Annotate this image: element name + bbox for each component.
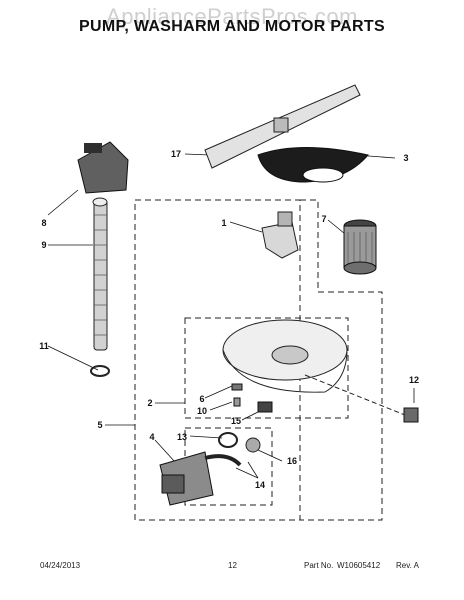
connector-15 <box>257 401 273 413</box>
hose-clamp <box>90 365 110 377</box>
leader-8 <box>47 189 79 216</box>
callout-15: 15 <box>231 416 241 426</box>
sump-assembly-boundary <box>184 317 349 419</box>
filter-boundary <box>300 199 383 521</box>
screw-10 <box>233 397 241 407</box>
callout-3: 3 <box>403 153 408 163</box>
footer-date: 04/24/2013 <box>40 561 81 570</box>
spray-shield <box>257 147 369 183</box>
washarm-upper <box>204 84 361 169</box>
retainer-6 <box>231 383 243 391</box>
callout-7: 7 <box>321 214 326 224</box>
callout-12: 12 <box>409 375 419 385</box>
pump-motor <box>159 451 242 506</box>
clamp-16 <box>245 437 261 453</box>
callout-13: 13 <box>177 432 187 442</box>
footer-page-number: 12 <box>228 561 237 570</box>
callout-1: 1 <box>221 218 226 228</box>
sensor <box>403 407 419 423</box>
leader-1 <box>229 221 263 233</box>
footer-part-label: Part No. <box>304 561 334 570</box>
callout-4: 4 <box>149 432 154 442</box>
callout-11: 11 <box>39 341 49 351</box>
callout-6: 6 <box>199 394 204 404</box>
diagram-title: PUMP, WASHARM AND MOTOR PARTS <box>79 18 385 35</box>
leader-17 <box>184 153 211 156</box>
leader-13 <box>189 435 223 439</box>
motor-assembly-boundary <box>184 427 273 506</box>
leader-16 <box>257 449 283 462</box>
leader-14 <box>247 461 259 479</box>
leader-6 <box>204 385 233 399</box>
callout-5: 5 <box>97 420 102 430</box>
callout-17: 17 <box>171 149 181 159</box>
callout-2: 2 <box>147 398 152 408</box>
filter-alignment-line <box>304 374 406 416</box>
callout-9: 9 <box>41 240 46 250</box>
seal-13 <box>218 432 238 448</box>
inlet-housing <box>261 211 299 259</box>
filter-assembly <box>343 219 377 275</box>
sump-housing <box>222 319 348 393</box>
callout-10: 10 <box>197 406 207 416</box>
drain-hose <box>92 197 108 351</box>
footer-revision: Rev. A <box>396 561 419 570</box>
footer-part-number: W10605412 <box>337 561 381 570</box>
callout-14: 14 <box>255 480 265 490</box>
callout-8: 8 <box>41 218 46 228</box>
leader-14b <box>235 467 259 479</box>
watermark: AppliancePartsPros.com <box>106 4 358 29</box>
leader-11 <box>47 345 99 371</box>
pump-wash-motor-top <box>77 141 129 194</box>
leader-4 <box>154 439 176 463</box>
leader-10 <box>209 401 233 411</box>
callout-16: 16 <box>287 456 297 466</box>
